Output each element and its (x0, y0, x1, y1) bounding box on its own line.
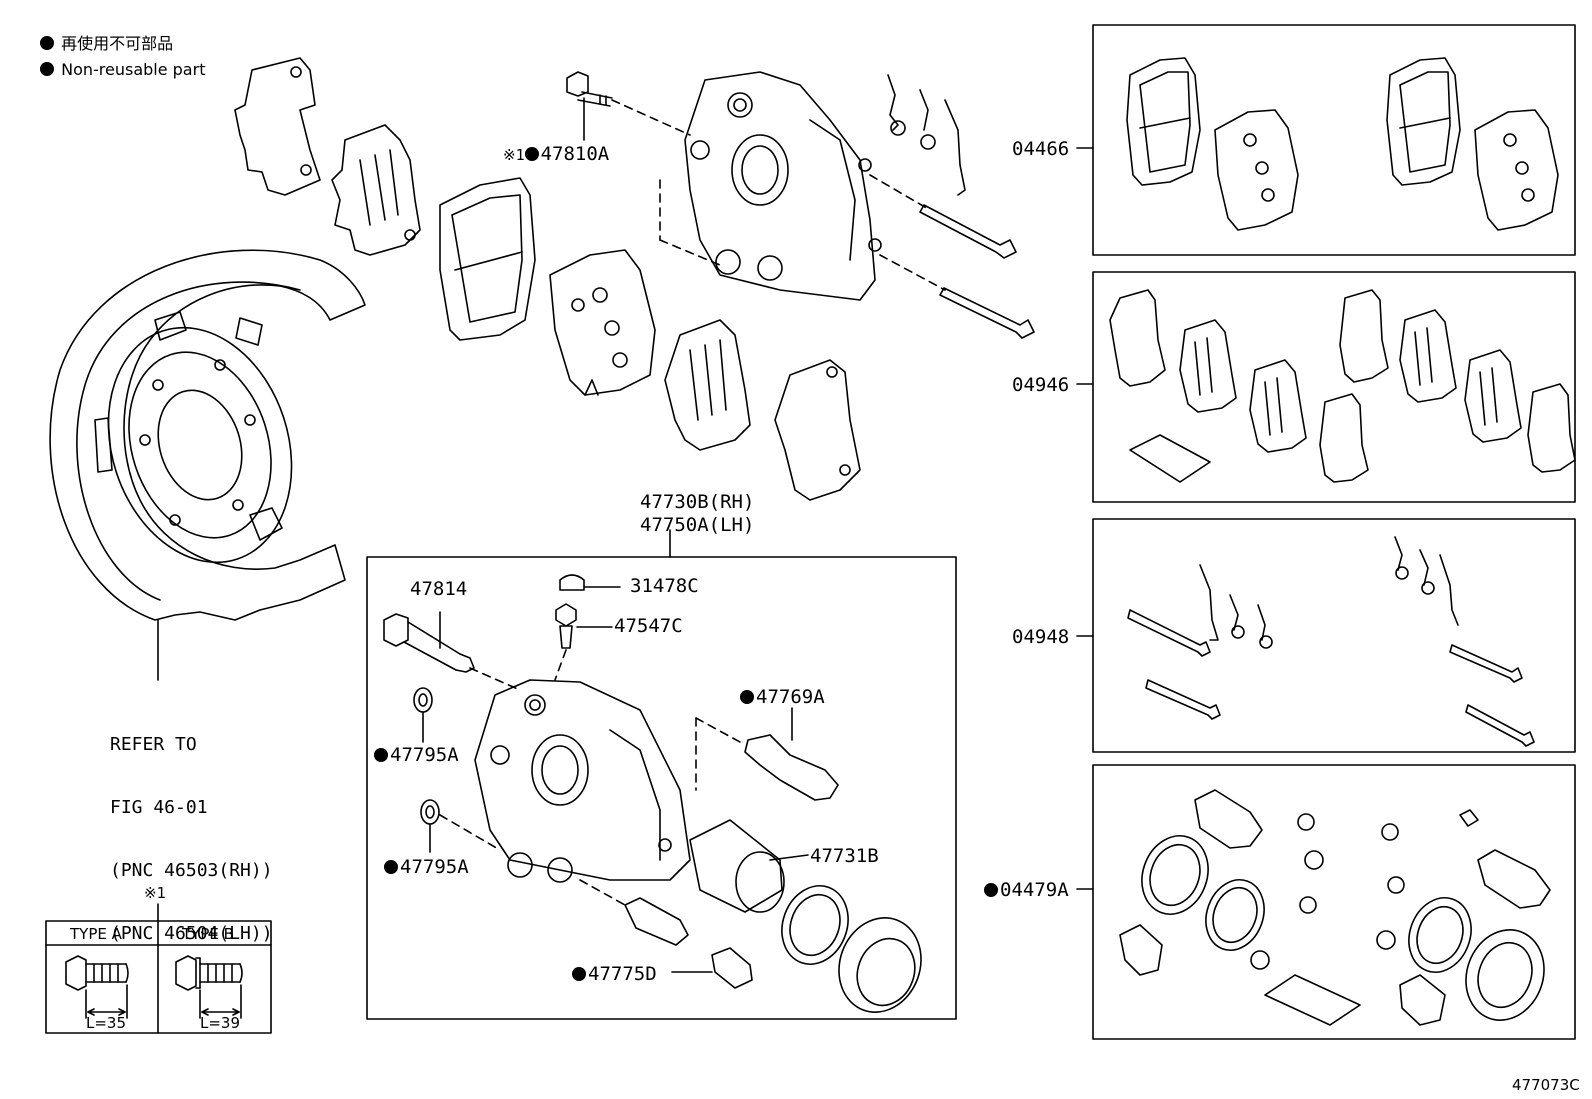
kit-label-04466[interactable]: 04466 (1012, 138, 1070, 160)
anti-rattle-springs-upper (887, 74, 966, 196)
kit-04946-shims (1109, 289, 1576, 483)
bullet-icon (524, 147, 539, 161)
lower-assembly-lines (439, 649, 741, 906)
callout-47795A-upper[interactable]: 47795A (374, 746, 459, 765)
kit-label-04948[interactable]: 04948 (1012, 626, 1070, 648)
bullet-icon (384, 860, 398, 874)
caliper-body-lower (474, 679, 691, 883)
bleeder-cap-31478C (559, 574, 621, 591)
dust-boot (838, 917, 922, 1013)
piston-seal (781, 885, 849, 965)
kit-04948-pins-springs (1127, 536, 1535, 747)
callout-47775D[interactable]: 47775D (572, 965, 657, 984)
bolt-type-a-drawing (65, 955, 129, 1019)
callout-47810A[interactable]: ※1 47810A (503, 145, 609, 164)
bullet-icon (572, 967, 586, 981)
type-b-length: L=39 (200, 1014, 241, 1032)
part-number: 47795A (400, 856, 469, 878)
callout-note-mark: ※1 (503, 146, 525, 164)
callout-47769A[interactable]: 47769A (740, 688, 825, 707)
brake-pad-inner (549, 249, 656, 396)
legend-english: Non-reusable part (40, 62, 205, 78)
refer-line-4: (PNC 46504(LH)) (110, 923, 273, 944)
brake-pad-outer (439, 177, 536, 341)
caliper-body-upper (684, 71, 882, 301)
caliper-bolt-47810A (566, 71, 613, 141)
refer-line-1: REFER TO (110, 734, 197, 755)
kit-box-04479A (1092, 764, 1576, 1040)
upper-assembly-lines (611, 99, 946, 291)
part-number: 47775D (588, 963, 657, 985)
part-number: 04479A (1000, 879, 1069, 901)
bullet-icon (40, 36, 54, 50)
bleeder-plug-47547C (555, 603, 613, 649)
part-number: 47810A (540, 143, 610, 165)
bullet-icon (984, 883, 998, 897)
dust-shield-drawing (49, 249, 366, 681)
callout-47795A-lower[interactable]: 47795A (384, 858, 469, 877)
callout-47814[interactable]: 47814 (410, 578, 468, 600)
kit-04466-pads (1126, 57, 1559, 231)
lower-shim-inner (664, 319, 751, 451)
caliper-bolt-47814 (383, 611, 475, 673)
figure-id: 477073C (1512, 1076, 1580, 1094)
kit-box-04466 (1092, 24, 1576, 256)
kit-label-04479A[interactable]: 04479A (984, 881, 1069, 900)
part-number: 47769A (756, 686, 825, 708)
slide-pin-47775D (624, 897, 753, 989)
refer-note[interactable]: REFER TO FIG 46-01 (PNC 46503(RH)) (PNC … (110, 692, 273, 965)
upper-shim-inner (331, 124, 421, 256)
legend-english-text: Non-reusable part (61, 60, 206, 79)
washers-47795A (413, 687, 440, 853)
kit-04479A-seals (1119, 789, 1551, 1026)
bolt-table-note: ※1 (144, 884, 167, 902)
legend-japanese-text: 再使用不可部品 (61, 34, 174, 53)
callout-47730B[interactable]: 47730B(RH) (640, 491, 755, 513)
type-b-header: TYPE B (182, 925, 234, 943)
callout-31478C[interactable]: 31478C (630, 575, 699, 597)
slide-pin-47769A (744, 707, 839, 801)
refer-line-2: FIG 46-01 (110, 797, 208, 818)
bullet-icon (40, 62, 54, 76)
refer-line-3: (PNC 46503(RH)) (110, 860, 273, 881)
upper-shim-outer (234, 57, 321, 196)
bullet-icon (740, 690, 754, 704)
type-a-header: TYPE A (70, 925, 122, 943)
kit-box-04946 (1092, 271, 1576, 503)
bolt-type-b-drawing (175, 955, 243, 1019)
type-a-length: L=35 (86, 1014, 127, 1032)
callout-47750A[interactable]: 47750A(LH) (640, 514, 755, 536)
caliper-assembly-box (366, 556, 957, 1020)
legend-japanese: 再使用不可部品 (40, 36, 173, 52)
guide-pins-upper (919, 204, 1035, 339)
callout-47731B[interactable]: 47731B (810, 845, 879, 867)
bullet-icon (374, 748, 388, 762)
lower-shim-outer (774, 359, 861, 501)
piston-47731B (689, 819, 809, 913)
part-number: 47795A (390, 744, 459, 766)
callout-47547C[interactable]: 47547C (614, 615, 683, 637)
kit-label-04946[interactable]: 04946 (1012, 374, 1070, 396)
